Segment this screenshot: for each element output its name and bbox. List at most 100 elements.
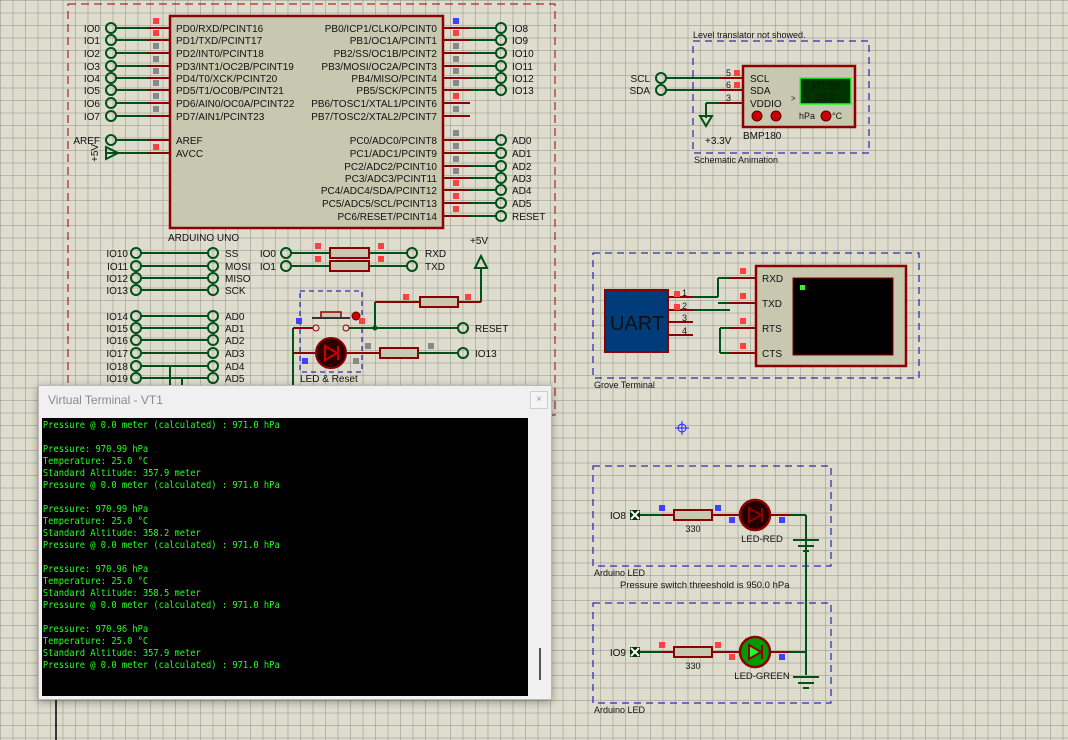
terminal[interactable]	[406, 260, 418, 272]
pin-number: 3	[726, 93, 731, 103]
logic-probe-blue	[779, 517, 785, 523]
logic-probe-red	[359, 318, 365, 324]
pin-name: SDA	[750, 86, 771, 97]
terminal[interactable]	[130, 360, 142, 372]
serial-resistor[interactable]	[329, 247, 370, 259]
terminal[interactable]	[130, 284, 142, 296]
pin-name: TXD	[762, 299, 782, 310]
terminal[interactable]	[207, 284, 219, 296]
terminal[interactable]	[280, 247, 292, 259]
terminal-IO4[interactable]	[105, 72, 117, 84]
led-resistor[interactable]	[673, 509, 713, 521]
logic-probe-gray	[153, 93, 159, 99]
logic-probe-blue	[659, 505, 665, 511]
terminal-IO10[interactable]	[495, 47, 507, 59]
terminal[interactable]	[207, 272, 219, 284]
terminal-AD2[interactable]	[495, 160, 507, 172]
terminal[interactable]	[207, 247, 219, 259]
led-resistor[interactable]	[379, 347, 419, 359]
resistor-value: 330	[685, 661, 700, 671]
terminal-IO6[interactable]	[105, 97, 117, 109]
close-button[interactable]: ×	[530, 391, 548, 409]
terminal[interactable]	[130, 372, 142, 384]
terminal-IO7[interactable]	[105, 110, 117, 122]
terminal[interactable]	[130, 310, 142, 322]
net-label: AD3	[225, 349, 245, 360]
terminal[interactable]	[406, 247, 418, 259]
terminal[interactable]	[130, 247, 142, 259]
terminal[interactable]	[655, 84, 667, 96]
terminal-AD1[interactable]	[495, 147, 507, 159]
terminal-line: Pressure @ 0.0 meter (calculated) : 971.…	[42, 480, 280, 491]
terminal[interactable]	[207, 310, 219, 322]
terminal[interactable]	[207, 334, 219, 346]
terminal-IO11[interactable]	[495, 60, 507, 72]
terminal-reset[interactable]	[457, 322, 469, 334]
uart-module[interactable]	[604, 289, 669, 353]
terminal-IO13[interactable]	[495, 84, 507, 96]
terminal-aref[interactable]	[105, 134, 117, 146]
pin-name: PB3/MOSI/OC2A/PCINT3	[321, 62, 437, 73]
terminal[interactable]	[280, 260, 292, 272]
terminal-output[interactable]: Pressure @ 0.0 meter (calculated) : 971.…	[42, 418, 528, 696]
terminal[interactable]	[130, 334, 142, 346]
net-label: AD4	[512, 186, 532, 197]
terminal-IO12[interactable]	[495, 72, 507, 84]
pressure-readout: 971.00	[810, 81, 839, 92]
terminal-IO3[interactable]	[105, 60, 117, 72]
terminal[interactable]	[130, 272, 142, 284]
logic-probe-gray	[453, 68, 459, 74]
terminal-line: Pressure @ 0.0 meter (calculated) : 971.…	[42, 420, 280, 431]
terminal-IO1[interactable]	[105, 34, 117, 46]
scrollbar-thumb[interactable]	[539, 648, 541, 680]
terminal-line: Temperature: 25.0 °C	[42, 636, 149, 647]
diode-symbol	[748, 506, 763, 524]
led-icon	[315, 337, 347, 369]
terminal[interactable]	[207, 360, 219, 372]
logic-probe-red	[740, 318, 746, 324]
terminal-IO5[interactable]	[105, 84, 117, 96]
terminal[interactable]	[130, 347, 142, 359]
temperature-button-icon[interactable]	[820, 110, 832, 122]
terminal-AD3[interactable]	[495, 172, 507, 184]
logic-probe-gray	[453, 168, 459, 174]
chip-body[interactable]	[168, 14, 445, 230]
pin-name: PB2/SS/OC1B/PCINT2	[334, 49, 438, 60]
terminal-AD0[interactable]	[495, 134, 507, 146]
terminal[interactable]	[207, 322, 219, 334]
terminal-IO8[interactable]	[495, 22, 507, 34]
terminal[interactable]	[207, 347, 219, 359]
terminal[interactable]	[655, 72, 667, 84]
resistor-value: 330	[685, 524, 700, 534]
terminal-IO0[interactable]	[105, 22, 117, 34]
vertical-scrollbar[interactable]	[531, 418, 550, 696]
pullup-resistor[interactable]	[419, 296, 459, 308]
terminal[interactable]	[207, 372, 219, 384]
button-actuator-icon[interactable]	[351, 311, 361, 321]
led-red-icon[interactable]	[738, 498, 772, 532]
logic-probe-red	[674, 304, 680, 310]
decrease-pressure-button-icon[interactable]	[751, 110, 763, 122]
terminal[interactable]	[207, 260, 219, 272]
increase-pressure-button-icon[interactable]	[770, 110, 782, 122]
terminal-line: Temperature: 25.0 °C	[42, 576, 149, 587]
logic-probe-gray	[153, 43, 159, 49]
terminal-line: Standard Altitude: 357.9 meter	[42, 648, 201, 659]
virtual-terminal-window[interactable]: Virtual Terminal - VT1 × Pressure @ 0.0 …	[38, 385, 552, 700]
diode-symbol	[324, 344, 339, 362]
serial-resistor[interactable]	[329, 260, 370, 272]
net-label: IO10	[106, 249, 128, 260]
terminal-IO9[interactable]	[495, 34, 507, 46]
net-label: SCL	[631, 74, 651, 85]
led-resistor[interactable]	[673, 646, 713, 658]
arduino-uno-chip[interactable]: ARDUINO UNO	[168, 14, 445, 244]
terminal-RESET[interactable]	[495, 210, 507, 222]
terminal-IO2[interactable]	[105, 47, 117, 59]
terminal-AD4[interactable]	[495, 184, 507, 196]
component-name: LED-RED	[741, 534, 783, 545]
terminal[interactable]	[130, 322, 142, 334]
terminal[interactable]	[130, 260, 142, 272]
terminal-io13[interactable]	[457, 347, 469, 359]
terminal-AD5[interactable]	[495, 197, 507, 209]
